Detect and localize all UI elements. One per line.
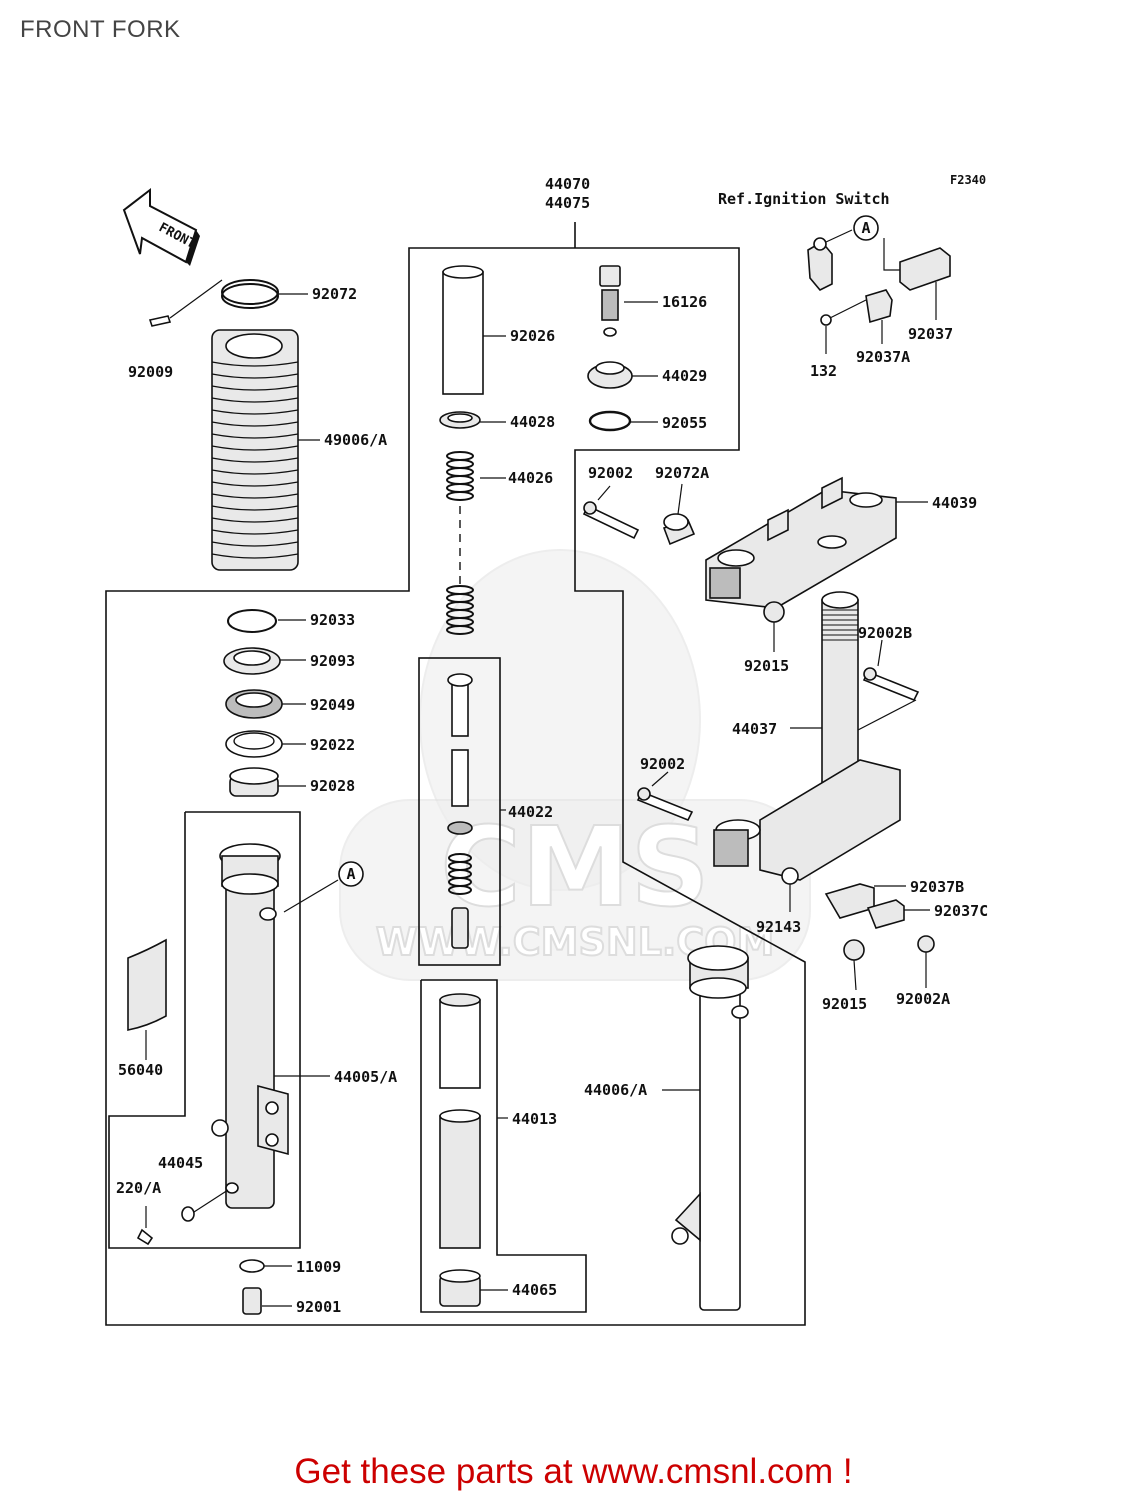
label-92143: 92143 xyxy=(756,918,801,936)
part-92049-oil-seal xyxy=(225,689,306,719)
label-44039: 44039 xyxy=(932,494,977,512)
label-44013: 44013 xyxy=(512,1110,557,1128)
label-92009: 92009 xyxy=(128,363,173,381)
label-44037: 44037 xyxy=(732,720,777,738)
part-44029-cap xyxy=(587,361,658,389)
label-11009: 11009 xyxy=(296,1258,341,1276)
part-49006-boot xyxy=(211,329,320,571)
part-44065-bushing xyxy=(439,1269,508,1307)
footer-call-to-action[interactable]: Get these parts at www.cmsnl.com ! xyxy=(294,1452,853,1491)
label-92026: 92026 xyxy=(510,327,555,345)
svg-text:A: A xyxy=(346,865,355,883)
label-92037c: 92037C xyxy=(934,902,988,920)
part-92037a-clamp xyxy=(865,289,893,344)
part-92022-washer xyxy=(225,730,306,758)
part-56040-guard xyxy=(127,938,167,1060)
part-92002-bolt-top xyxy=(582,485,640,540)
part-92072a-clamp xyxy=(662,483,696,546)
label-92037: 92037 xyxy=(908,325,953,343)
part-number-labels: 44070 44075 92072 92009 49006/A 92026 16… xyxy=(116,175,988,1316)
part-44013-inner-tube xyxy=(439,993,508,1249)
part-44039-upper-bracket xyxy=(705,476,928,609)
label-44029: 44029 xyxy=(662,367,707,385)
label-92015-top: 92015 xyxy=(744,657,789,675)
label-44070: 44070 xyxy=(545,175,590,193)
part-92093-seal xyxy=(223,647,306,675)
label-92002b: 92002B xyxy=(858,624,912,642)
part-ignition-switch-clip xyxy=(807,229,853,291)
part-44006-outer-tube-right xyxy=(662,945,749,1311)
watermark-logo: CMS xyxy=(440,803,709,931)
part-44005-outer-tube-left xyxy=(211,843,339,1209)
label-92028: 92028 xyxy=(310,777,355,795)
part-11009-gasket xyxy=(239,1259,292,1273)
label-16126: 16126 xyxy=(662,293,707,311)
label-220: 220/A xyxy=(116,1179,161,1197)
cmsnl-watermark: CMS WWW.CMSNL.COM xyxy=(339,549,811,981)
part-92037-bracket xyxy=(883,238,951,320)
part-92037c-bracket xyxy=(866,899,930,929)
label-92022: 92022 xyxy=(310,736,355,754)
part-92015-nut-top xyxy=(763,601,785,652)
part-92055-oring xyxy=(588,410,658,432)
label-92015-bottom: 92015 xyxy=(822,995,867,1013)
label-44005: 44005/A xyxy=(334,1068,397,1086)
part-44028-spacer xyxy=(439,411,506,429)
label-92037b: 92037B xyxy=(910,878,964,896)
part-44045-washer xyxy=(181,1182,239,1222)
part-44026-spring xyxy=(446,451,506,635)
label-92002a: 92002A xyxy=(896,990,950,1008)
part-92072-clamp xyxy=(221,279,308,309)
label-92072a: 92072A xyxy=(655,464,709,482)
part-92026-tube xyxy=(442,265,506,395)
part-220-screw xyxy=(136,1206,154,1246)
label-44028: 44028 xyxy=(510,413,555,431)
part-92009-screw xyxy=(148,279,223,327)
front-direction-arrow: FRONT xyxy=(122,187,200,266)
label-49006: 49006/A xyxy=(324,431,387,449)
part-132-screw xyxy=(820,299,867,354)
label-92002-mid: 92002 xyxy=(640,755,685,773)
label-92033: 92033 xyxy=(310,611,355,629)
assembly-outlines xyxy=(105,222,806,1326)
page-title: FRONT FORK xyxy=(20,16,181,43)
label-92093: 92093 xyxy=(310,652,355,670)
part-92143-collar xyxy=(781,867,799,912)
part-92002-bolt-mid xyxy=(636,771,694,822)
part-44037-stem xyxy=(713,591,901,881)
label-92049: 92049 xyxy=(310,696,355,714)
label-92001: 92001 xyxy=(296,1298,341,1316)
label-132: 132 xyxy=(810,362,837,380)
label-44065: 44065 xyxy=(512,1281,557,1299)
diagram-code: F2340 xyxy=(950,173,986,187)
svg-text:A: A xyxy=(861,219,870,237)
label-92055: 92055 xyxy=(662,414,707,432)
part-92033-ring xyxy=(227,609,306,633)
label-44022: 44022 xyxy=(508,803,553,821)
part-16126-valve xyxy=(599,265,658,337)
ref-ignition-switch-note: Ref.Ignition Switch xyxy=(718,190,890,208)
callout-a-left: A xyxy=(338,861,364,887)
label-92072: 92072 xyxy=(312,285,357,303)
part-92001-bolt xyxy=(242,1287,292,1315)
callout-a-top: A xyxy=(853,215,879,241)
part-44022-damper-assembly xyxy=(447,673,506,949)
part-92037b-bracket xyxy=(824,883,906,919)
label-56040: 56040 xyxy=(118,1061,163,1079)
label-44006: 44006/A xyxy=(584,1081,647,1099)
label-44075: 44075 xyxy=(545,194,590,212)
label-44026: 44026 xyxy=(508,469,553,487)
part-92028-bushing xyxy=(229,767,306,797)
part-92015-nut-bottom xyxy=(843,939,865,991)
label-92002-top: 92002 xyxy=(588,464,633,482)
label-92037a: 92037A xyxy=(856,348,910,366)
label-44045: 44045 xyxy=(158,1154,203,1172)
part-92002a-bolt xyxy=(917,935,935,988)
part-92002b-bolt xyxy=(857,639,920,731)
